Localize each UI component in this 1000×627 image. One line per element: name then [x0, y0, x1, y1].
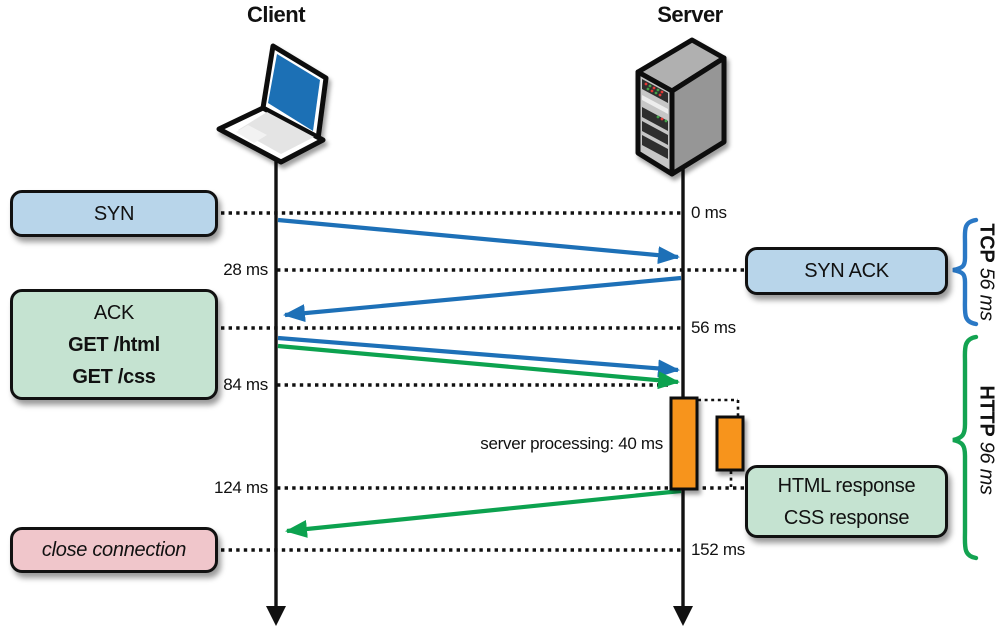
- server-led-lights: [644, 82, 668, 123]
- lifelines: [266, 150, 693, 626]
- server-drive-slots: [642, 79, 668, 159]
- bar-connector-dotted-lines: [698, 398, 740, 487]
- response-arrow: [285, 488, 682, 538]
- laptop-touchpad: [236, 125, 267, 143]
- time-gridlines: [221, 211, 744, 552]
- time-label-28ms: 28 ms: [223, 260, 268, 279]
- time-label-56ms: 56 ms: [691, 318, 736, 337]
- laptop-screen: [268, 54, 320, 131]
- syn-arrow: [277, 217, 680, 265]
- http-phase-label: HTTP 96 ms: [975, 385, 998, 494]
- response-box: HTML response CSS response: [745, 465, 948, 538]
- http-phase-duration: 96 ms: [975, 441, 998, 495]
- time-label-124ms: 124 ms: [214, 478, 268, 497]
- syn-label: SYN: [93, 202, 135, 225]
- syn-ack-arrow: [283, 275, 682, 323]
- server-processing-label: server processing: 40 ms: [480, 434, 663, 453]
- message-arrows: [277, 217, 682, 538]
- tcp-phase-duration: 56 ms: [975, 267, 998, 321]
- close-connection-box: close connection: [10, 527, 218, 573]
- phase-braces: [952, 217, 979, 561]
- ack-get-box: ACK GET /html GET /css: [10, 289, 218, 400]
- time-label-84ms: 84 ms: [223, 375, 268, 394]
- get-arrow: [277, 343, 680, 390]
- laptop-keyboard: [238, 112, 314, 154]
- tcp-phase-label: TCP 56 ms: [975, 223, 998, 320]
- laptop-icon: [216, 43, 329, 165]
- processing-bar-html: [669, 396, 699, 491]
- ack-get-arrow: [277, 335, 680, 378]
- syn-ack-label: SYN ACK: [804, 260, 889, 282]
- tcp-brace: [952, 217, 979, 327]
- server-icon: [635, 37, 727, 177]
- close-connection-label: close connection: [41, 539, 187, 561]
- http-brace: [952, 334, 979, 561]
- processing-bars: [669, 396, 745, 491]
- get-css-label: GET /css: [72, 365, 156, 388]
- html-response-label: HTML response: [777, 474, 916, 497]
- get-html-label: GET /html: [68, 333, 160, 356]
- processing-bar-css: [715, 415, 745, 472]
- tcp-phase-name: TCP: [975, 223, 998, 263]
- server-lifeline-arrow-icon: [673, 606, 693, 626]
- server-title: Server: [657, 2, 723, 27]
- syn-box: SYN: [10, 190, 218, 237]
- http-phase-name: HTTP: [975, 385, 998, 437]
- client-title: Client: [246, 2, 306, 27]
- syn-ack-box: SYN ACK: [745, 247, 948, 295]
- css-response-label: CSS response: [783, 506, 910, 529]
- time-label-0ms: 0 ms: [691, 203, 727, 222]
- time-label-152ms: 152 ms: [691, 540, 745, 559]
- ack-label: ACK: [93, 301, 135, 324]
- client-lifeline-arrow-icon: [266, 606, 286, 626]
